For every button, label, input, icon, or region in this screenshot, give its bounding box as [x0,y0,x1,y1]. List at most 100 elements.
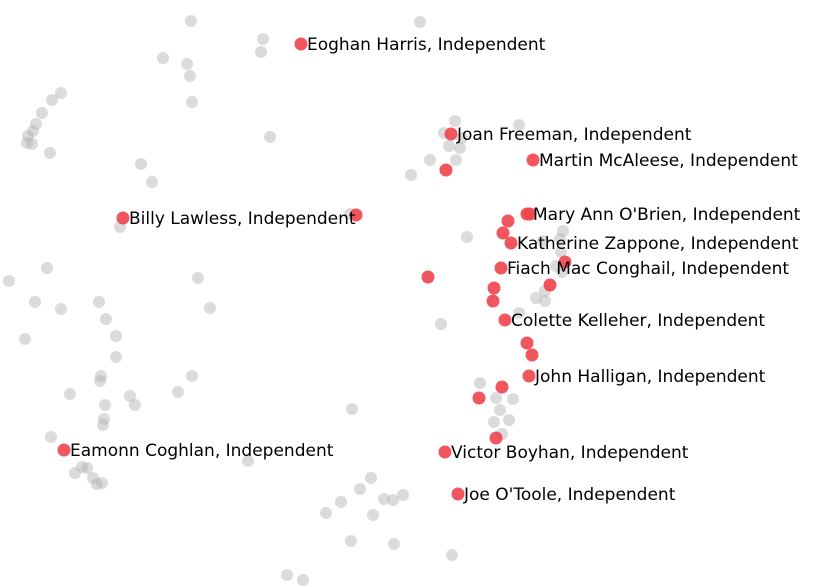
scatter-point [3,275,15,287]
scatter-point [443,140,455,152]
point-label: Eoghan Harris, Independent [307,35,546,55]
highlighted-point [421,270,435,284]
labeled-point [294,37,308,51]
scatter-point [424,154,436,166]
highlighted-point [525,348,539,362]
scatter-point [320,507,332,519]
scatter-point [449,115,461,127]
red-points-layer [57,37,572,501]
scatter-point [19,333,31,345]
highlighted-point [349,208,363,222]
scatter-point [378,493,390,505]
scatter-point [255,46,267,58]
scatter-point [124,390,136,402]
scatter-point [87,472,99,484]
scatter-point [146,176,158,188]
point-label: Fiach Mac Conghail, Independent [507,259,789,279]
scatter-point [414,16,426,28]
highlighted-point [439,163,453,177]
scatter-point [36,107,48,119]
scatter-point [91,478,103,490]
labeled-point [494,261,508,275]
highlighted-point [472,391,486,405]
point-label: Joan Freeman, Independent [456,125,692,145]
scatter-point [387,494,399,506]
scatter-point [555,246,567,258]
scatter-point [81,462,93,474]
highlighted-point [496,226,510,240]
scatter-point [257,33,269,45]
scatter-point [242,455,254,467]
scatter-point [41,262,53,274]
scatter-point [488,416,500,428]
scatter-point [157,52,169,64]
labeled-point [498,313,512,327]
highlighted-point [501,214,515,228]
scatter-point [55,87,67,99]
labeled-point [57,443,71,457]
scatter-point [100,313,112,325]
scatter-point [129,399,141,411]
scatter-point [556,266,568,278]
scatter-point [21,137,33,149]
scatter-point [346,403,358,415]
labeled-point [444,127,458,141]
scatter-point [204,302,216,314]
scatter-point [185,15,197,27]
scatter-point [494,404,506,416]
highlighted-point [543,278,557,292]
scatter-point [539,295,551,307]
scatter-point [503,414,515,426]
highlighted-point [486,294,500,308]
scatter-point [55,303,67,315]
labeled-point [451,487,465,501]
scatter-point [281,569,293,581]
point-label: John Halligan, Independent [534,367,766,387]
labeled-point [504,236,518,250]
labeled-point [438,445,452,459]
scatter-point [365,472,377,484]
highlighted-point [495,380,509,394]
scatter-point [110,351,122,363]
scatter-point [94,375,106,387]
scatter-point [557,225,569,237]
scatter-point [456,132,468,144]
highlighted-point [489,431,503,445]
scatter-point [76,461,88,473]
point-label: Billy Lawless, Independent [129,209,356,229]
point-label: Katherine Zappone, Independent [517,234,799,254]
scatter-point [345,535,357,547]
scatter-point [69,467,81,479]
scatter-point [64,388,76,400]
scatter-point [446,549,458,561]
highlighted-point [487,281,501,295]
scatter-point [96,477,108,489]
highlighted-point [520,336,534,350]
labeled-point [526,153,540,167]
scatter-point [172,386,184,398]
labeled-point [522,369,536,383]
scatter-point [397,489,409,501]
point-label: Joe O'Toole, Independent [463,485,676,505]
labeled-point [520,207,534,221]
point-label: Colette Kelleher, Independent [511,311,765,331]
scatter-point [99,399,111,411]
scatter-point [264,131,276,143]
scatter-point [45,431,57,443]
scatter-point [181,58,193,70]
scatter-point [44,147,56,159]
scatter-point [29,296,41,308]
scatter-point [186,370,198,382]
scatter-point [461,231,473,243]
scatter-point [97,419,109,431]
scatter-point [27,125,39,137]
scatter-point [186,96,198,108]
scatter-point [474,377,486,389]
scatter-point [513,307,525,319]
point-label: Martin McAleese, Independent [539,151,798,171]
scatter-point [507,393,519,405]
scatter-point [530,292,542,304]
scatter-point [354,483,366,495]
